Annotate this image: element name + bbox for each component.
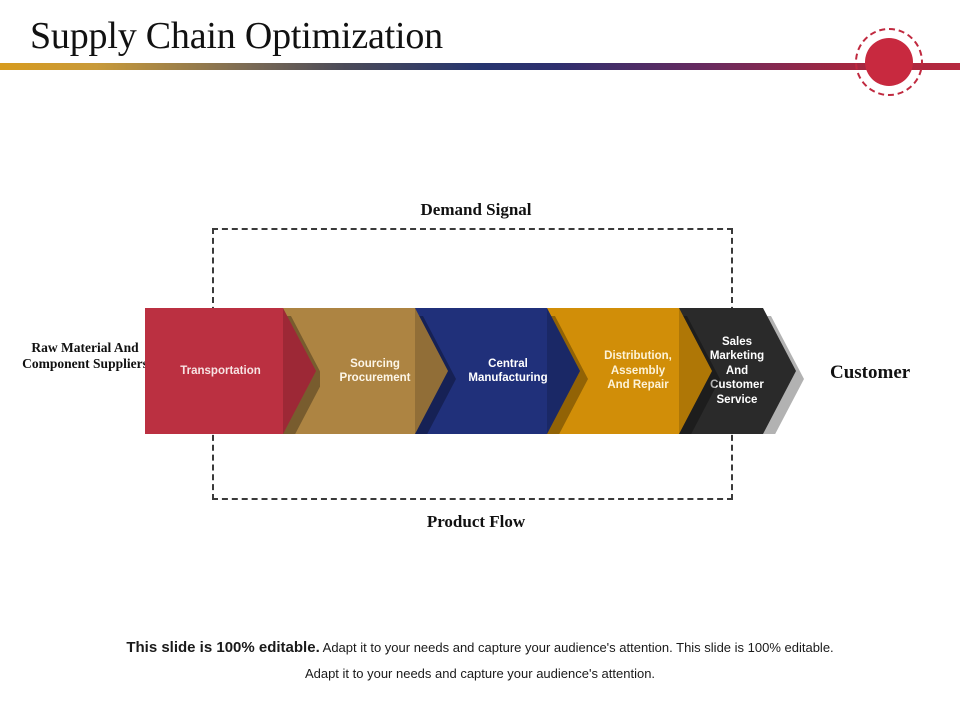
- stage-label: Distribution, Assembly And Repair: [604, 350, 672, 392]
- chevron-shape-icon: [541, 308, 720, 434]
- raw-material-suppliers-label: Raw Material And Component Suppliers: [22, 340, 148, 371]
- stage-label: Sales Marketing And Customer Service: [709, 335, 765, 406]
- footer-line-1: This slide is 100% editable. Adapt it to…: [0, 638, 960, 658]
- footer-line-1-rest: Adapt it to your needs and capture your …: [319, 640, 834, 655]
- chevron-shape-icon: [277, 308, 456, 434]
- stage-label: Transportation: [180, 364, 261, 377]
- stage-distribution-assembly-repair[interactable]: Distribution, Assembly And Repair: [541, 308, 723, 434]
- decorative-circle-badge: [855, 28, 931, 104]
- footer-line-2: Adapt it to your needs and capture your …: [304, 666, 656, 681]
- stage-central-manufacturing[interactable]: Central Manufacturing: [409, 308, 591, 434]
- demand-signal-label: Demand Signal: [420, 200, 532, 219]
- chevron-shape-icon: [145, 308, 320, 434]
- chevron-shape-icon: [409, 308, 588, 434]
- footer-note: This slide is 100% editable. Adapt it to…: [0, 638, 960, 684]
- supply-chain-diagram: Demand Signal Product Flow Raw Material …: [0, 190, 960, 550]
- solid-dot-icon: [865, 38, 913, 86]
- footer-bold-lead: This slide is 100% editable.: [126, 639, 320, 656]
- stage-label: Sourcing Procurement: [339, 357, 411, 385]
- dashed-ring-icon: [855, 28, 923, 96]
- page-title: Supply Chain Optimization: [30, 15, 443, 57]
- stage-transportation[interactable]: Transportation: [145, 308, 320, 434]
- slide-header: Supply Chain Optimization: [0, 0, 960, 100]
- product-flow-label: Product Flow: [426, 512, 526, 531]
- chevron-chain: Transportation Sourcing Procurement Cent…: [145, 308, 805, 434]
- stage-label: Central Manufacturing: [468, 357, 548, 385]
- stage-sourcing-procurement[interactable]: Sourcing Procurement: [277, 308, 457, 434]
- title-accent-rule: [0, 63, 960, 70]
- customer-label: Customer: [830, 362, 911, 383]
